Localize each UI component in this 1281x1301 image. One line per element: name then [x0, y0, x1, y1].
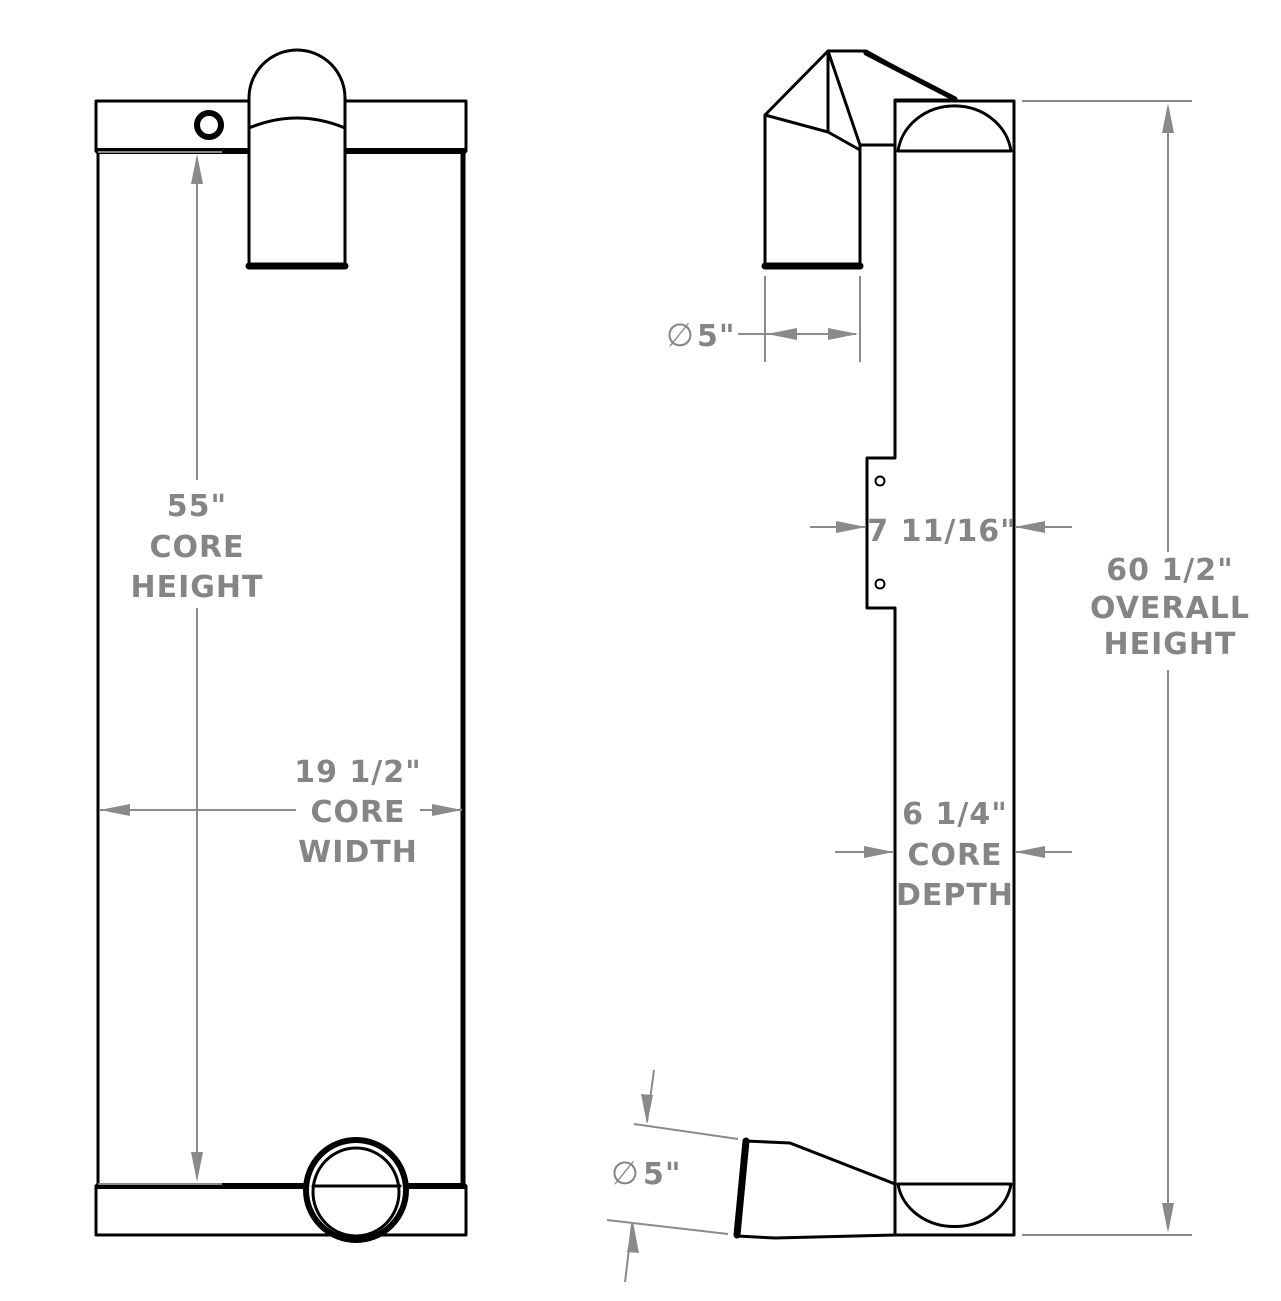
side-view — [733, 49, 1016, 1240]
core-depth-dimension: 6 1/4" CORE DEPTH — [835, 792, 1072, 916]
outlet-diameter-value: 5" — [697, 319, 736, 354]
outlet-diameter-symbol: ∅ — [666, 316, 695, 354]
side-top-elbow — [763, 49, 957, 267]
inlet-diameter-symbol: ∅ — [611, 1154, 640, 1192]
core-width-line2: WIDTH — [298, 835, 418, 870]
core-width-line1: CORE — [310, 795, 405, 830]
overall-height-line2: HEIGHT — [1104, 627, 1237, 662]
overall-height-value: 60 1/2" — [1106, 553, 1234, 588]
inlet-diameter-value: 5" — [643, 1157, 682, 1192]
side-bottom-tank — [896, 1182, 1013, 1228]
front-view — [94, 48, 468, 1243]
core-width-dimension: 19 1/2" CORE WIDTH — [100, 754, 462, 872]
front-bottom-pipe-outer — [303, 1137, 409, 1243]
overall-height-line1: OVERALL — [1090, 591, 1250, 626]
front-bottom-tank — [94, 1184, 468, 1237]
inlet-diameter-dimension: ∅ 5" — [606, 1069, 739, 1283]
side-core — [865, 99, 1016, 1237]
front-top-pipe-elbow-line — [247, 116, 347, 130]
side-bottom-pipe-end — [733, 1137, 750, 1239]
bracket-hole-top — [874, 475, 886, 487]
core-depth-value: 6 1/4" — [902, 797, 1008, 832]
core-height-dimension: 55" CORE HEIGHT — [98, 151, 264, 1185]
front-bottom-pipe-inner — [311, 1146, 401, 1238]
bracket-width-value: 7 11/16" — [867, 514, 1016, 549]
side-top-tank — [896, 104, 1013, 153]
core-height-value: 55" — [167, 489, 227, 524]
front-core — [96, 148, 466, 1188]
bracket-width-dimension: 7 11/16" — [810, 505, 1072, 549]
outlet-diameter-dimension: ∅ 5" — [666, 276, 861, 362]
core-width-value: 19 1/2" — [294, 755, 422, 790]
core-depth-line2: DEPTH — [896, 878, 1014, 913]
core-depth-line1: CORE — [907, 838, 1002, 873]
overall-height-dimension: 60 1/2" OVERALL HEIGHT — [1022, 100, 1250, 1236]
bracket-hole-bottom — [874, 578, 886, 590]
core-height-line2: HEIGHT — [131, 570, 264, 605]
side-bottom-pipe — [735, 1139, 897, 1240]
front-mount-hole — [194, 110, 224, 140]
side-top-elbow-outer — [863, 50, 958, 102]
core-height-line1: CORE — [149, 530, 244, 565]
side-top-elbow-lines — [763, 49, 862, 152]
front-top-pipe — [247, 48, 347, 267]
